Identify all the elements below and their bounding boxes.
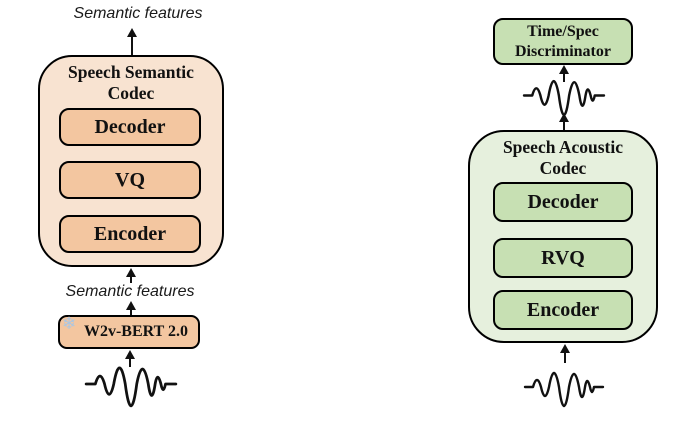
- semantic-codec-title: Speech Semantic Codec: [68, 62, 194, 103]
- arrow-up-icon: [127, 28, 137, 55]
- semantic-decoder-block: Decoder: [59, 108, 201, 146]
- w2v-bert-label: W2v-BERT 2.0: [83, 323, 189, 340]
- semantic-vq-block: VQ: [59, 161, 201, 199]
- waveform-icon: [84, 366, 178, 408]
- arrow-up-icon: [559, 113, 569, 131]
- acoustic-rvq-block: RVQ: [493, 238, 633, 278]
- time-spec-discriminator-block: Time/Spec Discriminator: [493, 18, 633, 65]
- waveform-icon: [523, 371, 605, 408]
- arrow-up-icon: [126, 268, 136, 283]
- arrow-up-icon: [126, 301, 136, 315]
- snowflake-icon: ❄: [62, 314, 77, 334]
- semantic-features-input-label: Semantic features: [65, 283, 195, 300]
- speech-semantic-codec-box: Speech Semantic Codec Decoder VQ Encoder: [38, 55, 224, 267]
- speech-acoustic-codec-box: Speech Acoustic Codec Decoder RVQ Encode…: [468, 130, 658, 343]
- semantic-encoder-block: Encoder: [59, 215, 201, 253]
- waveform-icon: [522, 79, 606, 117]
- w2v-bert-block: ❄ W2v-BERT 2.0: [58, 315, 200, 349]
- acoustic-decoder-block: Decoder: [493, 182, 633, 222]
- acoustic-codec-title: Speech Acoustic Codec: [502, 137, 624, 178]
- arrow-up-icon: [559, 65, 569, 82]
- acoustic-encoder-block: Encoder: [493, 290, 633, 330]
- semantic-features-output-label: Semantic features: [73, 5, 203, 22]
- arrow-up-icon: [560, 344, 570, 363]
- arrow-up-icon: [125, 350, 135, 367]
